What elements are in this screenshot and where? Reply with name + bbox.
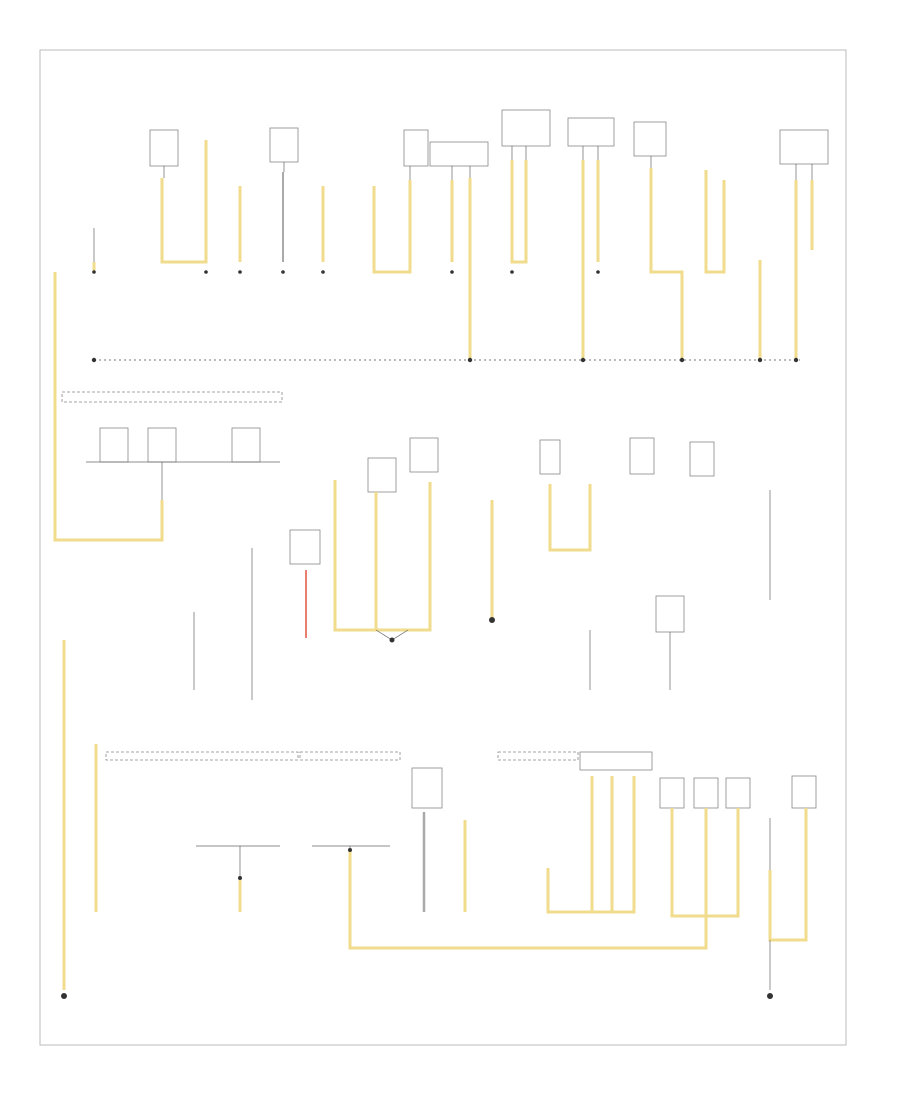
junction-node: [580, 357, 586, 363]
junction-node: [92, 270, 96, 274]
wire: [333, 480, 432, 632]
connector-box: [269, 127, 299, 163]
junction-node: [757, 357, 763, 363]
junction-node: [450, 270, 454, 274]
bottom-wires-yellow: [94, 744, 808, 950]
wire: [548, 484, 592, 552]
junction-node: [793, 357, 799, 363]
top-wires-yellow: [53, 140, 814, 542]
bottom-wires-thin: [196, 818, 771, 990]
connector-box: [497, 751, 579, 761]
bottom-connectors: [105, 751, 817, 809]
connector-box: [429, 141, 489, 167]
junction-node: [204, 270, 208, 274]
wire: [372, 180, 412, 274]
wire: [348, 850, 708, 950]
connector-box: [367, 457, 397, 493]
connector-box: [693, 777, 719, 809]
junction-node: [596, 270, 600, 274]
wire: [704, 170, 726, 274]
junction-node: [281, 270, 285, 274]
wire: [768, 808, 808, 942]
connector-box: [791, 775, 817, 809]
middle-wires-yellow: [62, 480, 592, 990]
bottom-ground-nodes: [238, 848, 773, 999]
connector-box: [299, 751, 401, 761]
wire: [53, 272, 164, 542]
connector-box: [411, 767, 443, 809]
junction-node: [91, 357, 97, 363]
connector-box: [61, 391, 283, 403]
wire: [510, 160, 528, 264]
connector-box: [567, 117, 615, 147]
connector-box: [579, 751, 653, 771]
junction-node: [321, 270, 325, 274]
connector-box: [147, 427, 177, 463]
ground-node: [61, 993, 67, 999]
connector-box: [633, 121, 667, 157]
connector-box: [501, 109, 551, 147]
connector-box: [539, 439, 561, 475]
ground-node: [389, 637, 395, 643]
connector-box: [99, 427, 129, 463]
junction-node: [348, 848, 352, 852]
wire: [649, 168, 684, 360]
wire: [160, 140, 208, 264]
middle-ground-nodes: [61, 617, 495, 999]
connector-box: [149, 129, 179, 167]
top-wires-thin: [93, 146, 813, 262]
junction-node: [238, 876, 242, 880]
top-connectors: [149, 109, 829, 167]
junction-node: [510, 270, 514, 274]
middle-connectors: [61, 391, 715, 633]
connector-box: [689, 441, 715, 477]
connector-box: [231, 427, 261, 463]
junction-node: [238, 270, 242, 274]
connector-box: [655, 595, 685, 633]
bus-junction-nodes: [91, 270, 799, 363]
junction-node: [467, 357, 473, 363]
connector-box: [779, 129, 829, 165]
middle-wires-thin: [86, 461, 771, 700]
connector-box: [659, 777, 685, 809]
connector-box: [105, 751, 299, 761]
connector-box: [629, 437, 655, 475]
diagram-frame: [39, 49, 847, 1046]
ground-node: [767, 993, 773, 999]
connector-box: [409, 437, 439, 473]
connector-box: [725, 777, 751, 809]
connector-box: [289, 529, 321, 565]
ground-node: [489, 617, 495, 623]
connector-box: [403, 129, 429, 167]
junction-node: [679, 357, 685, 363]
